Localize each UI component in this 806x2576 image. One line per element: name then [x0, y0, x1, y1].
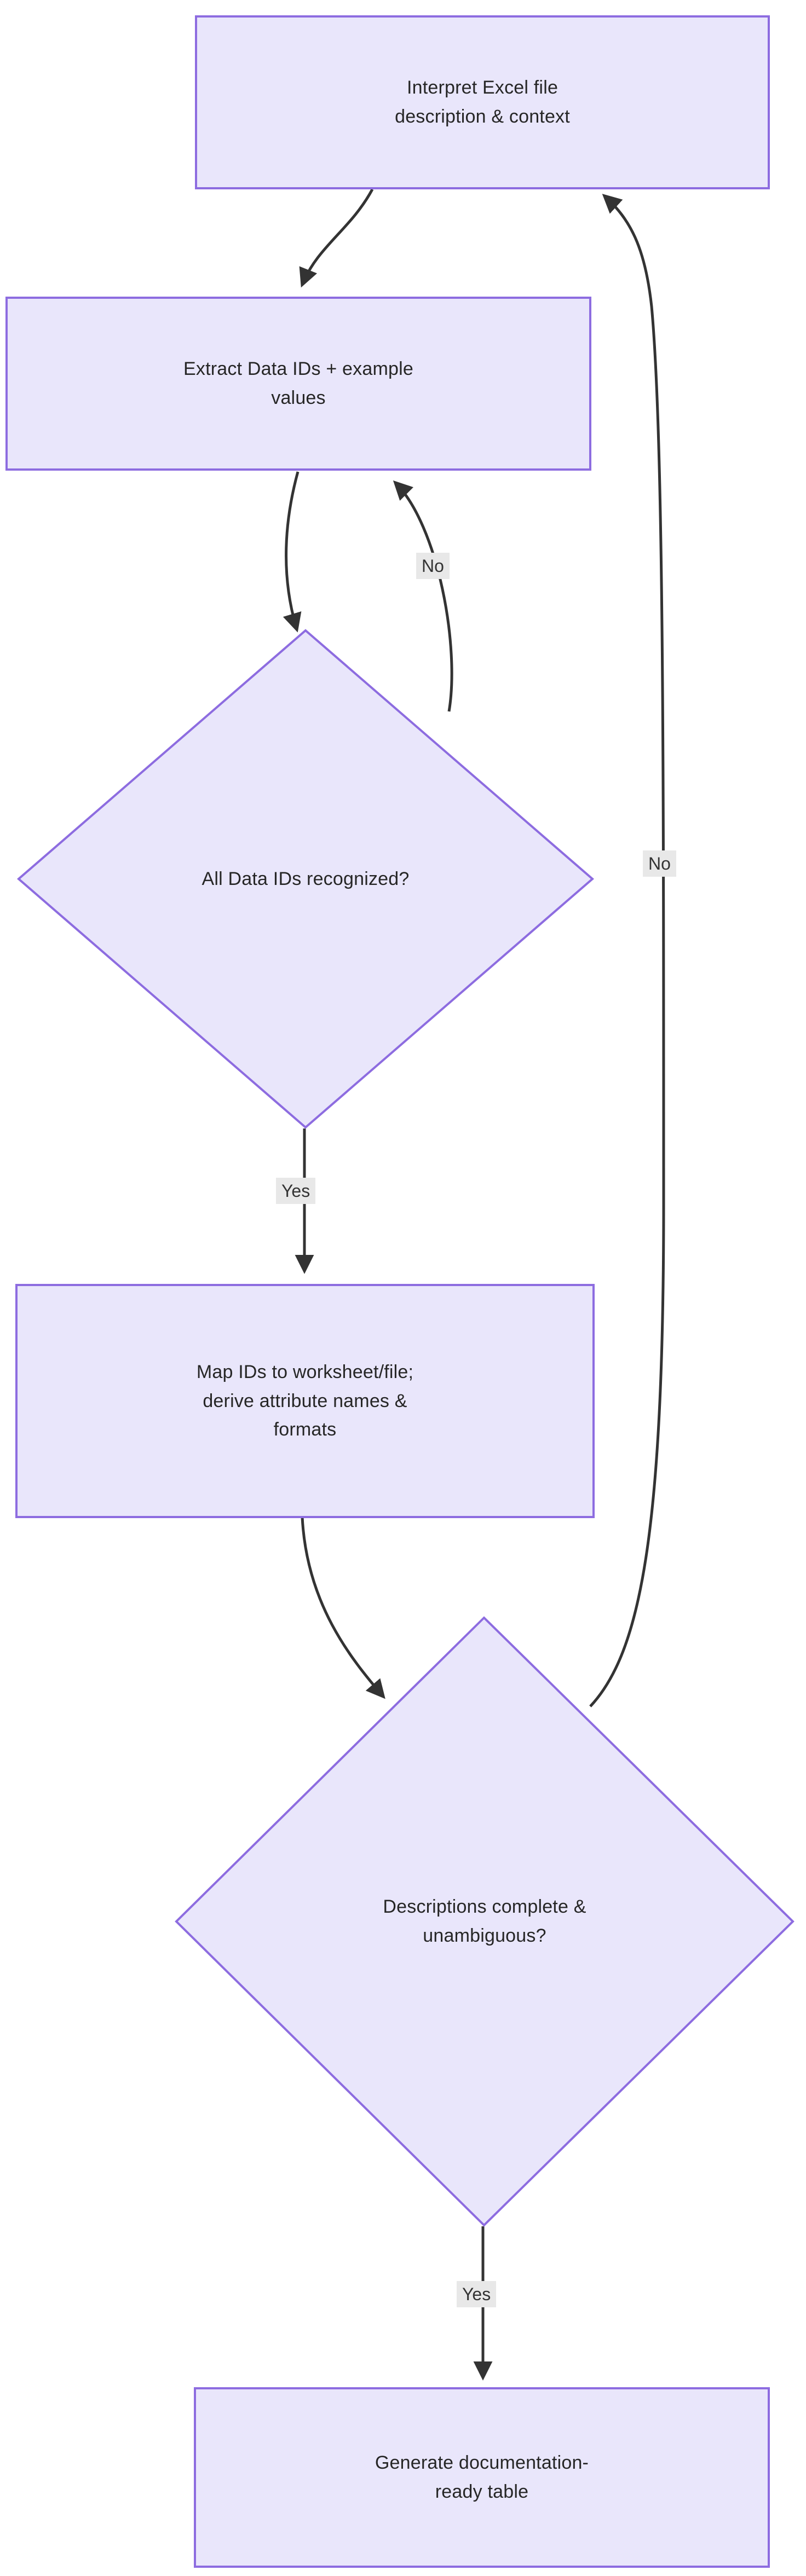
- node-all-data-ids-recognized-label: All Data IDs recognized?: [202, 868, 410, 889]
- node-extract-data-ids-label: Extract Data IDs + example values: [183, 358, 413, 408]
- diamond-shape-recognized: [16, 629, 595, 1129]
- edge-label-no-descriptions: No: [643, 850, 676, 877]
- edge-label-no-recognized: No: [416, 553, 450, 579]
- node-map-ids-to-worksheet[interactable]: Map IDs to worksheet/file; derive attrib…: [15, 1284, 595, 1518]
- edge-label-yes-recognized: Yes: [276, 1178, 316, 1204]
- edge-extract-to-recognized: [283, 471, 302, 633]
- node-interpret-excel-file-label: Interpret Excel file description & conte…: [395, 77, 570, 127]
- edge-descriptions-no-to-interpret: [589, 194, 665, 1707]
- node-map-ids-to-worksheet-label: Map IDs to worksheet/file; derive attrib…: [196, 1361, 414, 1440]
- edge-interpret-to-extract: [299, 188, 374, 288]
- node-extract-data-ids[interactable]: Extract Data IDs + example values: [5, 297, 591, 471]
- edge-label-yes-descriptions: Yes: [457, 2281, 497, 2307]
- node-descriptions-complete-unambiguous-label: Descriptions complete & unambiguous?: [383, 1896, 586, 1946]
- node-all-data-ids-recognized[interactable]: All Data IDs recognized?: [16, 628, 595, 1130]
- diamond-shape-descriptions: [175, 1616, 795, 2227]
- node-interpret-excel-file[interactable]: Interpret Excel file description & conte…: [195, 15, 770, 189]
- node-generate-documentation-table[interactable]: Generate documentation- ready table: [194, 2387, 770, 2568]
- node-generate-documentation-table-label: Generate documentation- ready table: [375, 2452, 589, 2502]
- node-descriptions-complete-unambiguous[interactable]: Descriptions complete & unambiguous?: [174, 1616, 795, 2227]
